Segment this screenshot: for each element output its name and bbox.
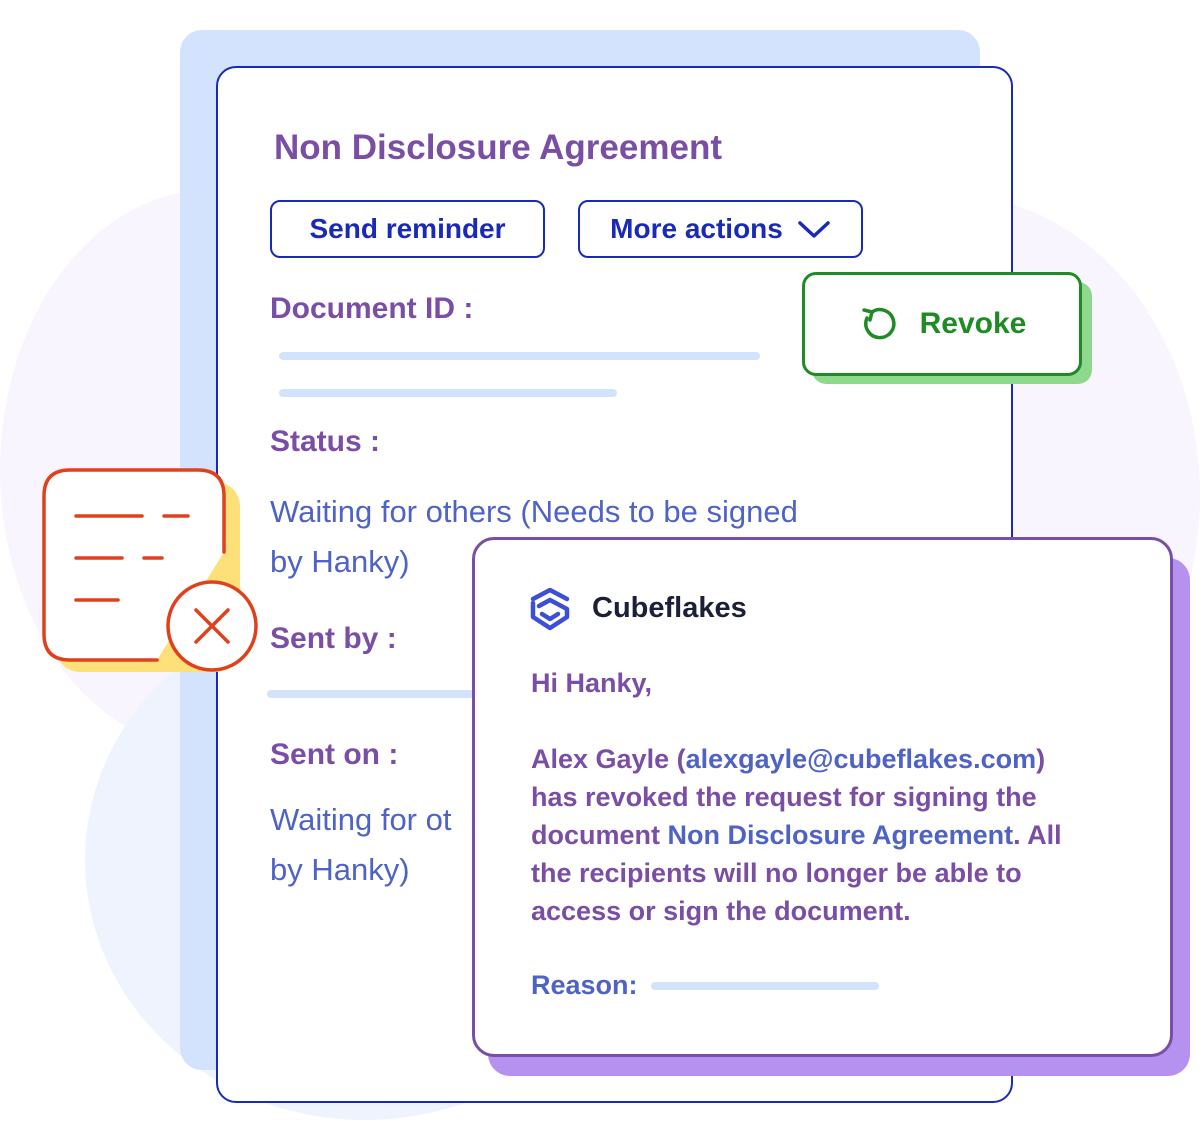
sent-by-label: Sent by : bbox=[270, 622, 397, 655]
more-actions-button[interactable]: More actions bbox=[578, 200, 863, 258]
reason-placeholder-line bbox=[651, 982, 879, 990]
document-title: Non Disclosure Agreement bbox=[274, 128, 722, 167]
document-id-placeholder-line bbox=[279, 352, 760, 360]
send-reminder-button[interactable]: Send reminder bbox=[270, 200, 545, 258]
sent-on-value-line: by Hanky) bbox=[270, 852, 410, 887]
message-line: the recipients will no longer be able to bbox=[531, 858, 1022, 888]
sender-name: Alex Gayle ( bbox=[531, 744, 686, 774]
message-line: . All bbox=[1013, 820, 1062, 850]
document-name: Non Disclosure Agreement bbox=[667, 820, 1014, 850]
status-label: Status : bbox=[270, 425, 381, 458]
document-id-label: Document ID : bbox=[270, 292, 474, 325]
email-greeting: Hi Hanky, bbox=[531, 668, 653, 698]
email-card bbox=[472, 537, 1173, 1057]
sent-by-placeholder-line bbox=[267, 690, 487, 698]
message-line: has revoked the request for signing the bbox=[531, 782, 1037, 812]
document-cancel-icon bbox=[42, 468, 258, 672]
sent-on-label: Sent on : bbox=[270, 738, 399, 771]
email-message: Alex Gayle (alexgayle@cubeflakes.com) ha… bbox=[531, 740, 1131, 930]
reason-label: Reason: bbox=[531, 970, 638, 1000]
brand-name: Cubeflakes bbox=[592, 592, 747, 624]
revoke-icon bbox=[861, 307, 896, 340]
sender-close: ) bbox=[1036, 744, 1046, 774]
status-value-line: by Hanky) bbox=[270, 544, 410, 579]
send-reminder-label: Send reminder bbox=[309, 213, 506, 244]
revoke-label: Revoke bbox=[919, 307, 1027, 340]
more-actions-label: More actions bbox=[610, 213, 783, 244]
sent-on-value-line: Waiting for ot bbox=[270, 802, 452, 837]
cubeflakes-logo-icon bbox=[530, 587, 570, 631]
status-value-line: Waiting for others (Needs to be signed bbox=[270, 494, 798, 529]
chevron-down-icon bbox=[798, 221, 830, 238]
message-line: access or sign the document. bbox=[531, 896, 911, 926]
sender-email: alexgayle@cubeflakes.com bbox=[685, 744, 1037, 774]
status-value: Waiting for others (Needs to be signed b… bbox=[270, 487, 798, 587]
document-id-placeholder-line bbox=[279, 389, 617, 397]
message-line: document bbox=[531, 820, 668, 850]
sent-on-value: Waiting for ot by Hanky) bbox=[270, 795, 451, 895]
revoke-button[interactable]: Revoke bbox=[802, 272, 1082, 376]
